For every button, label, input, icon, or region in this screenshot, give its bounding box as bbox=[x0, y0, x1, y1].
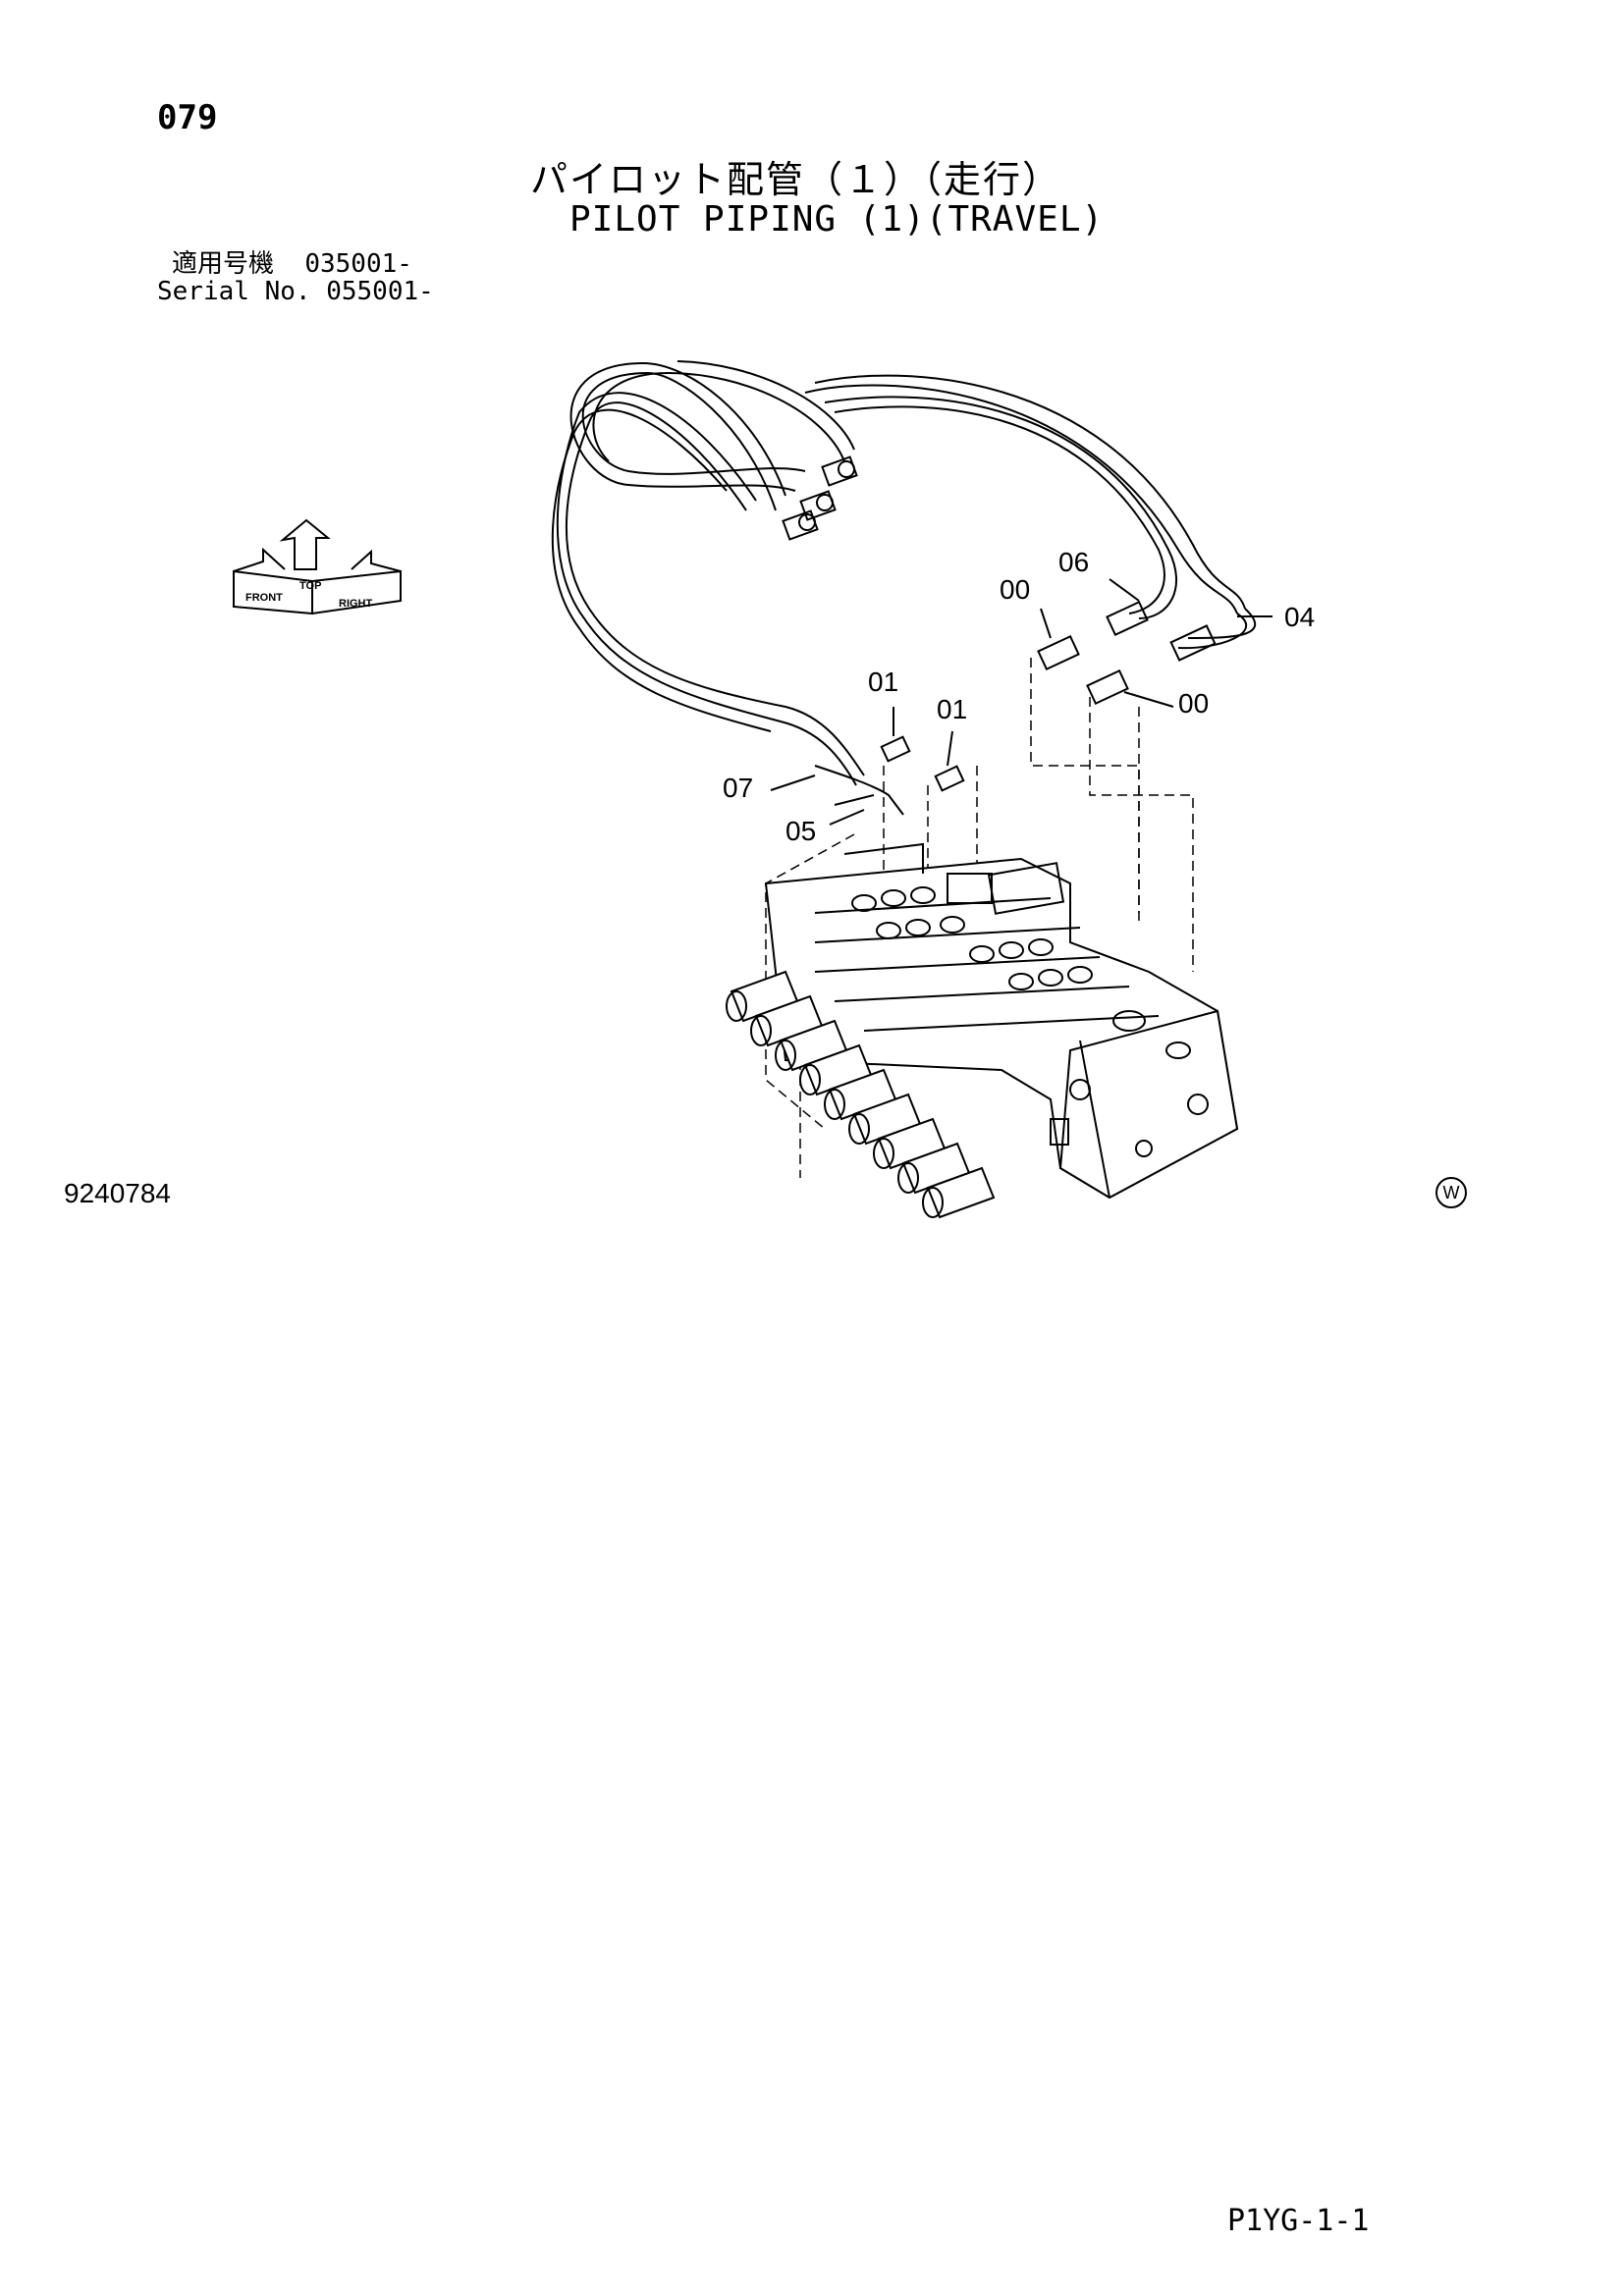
callout-label: 00 bbox=[1178, 688, 1209, 719]
fittings bbox=[814, 601, 1217, 816]
direction-top-label: TOP bbox=[299, 580, 321, 592]
callout-label: 01 bbox=[937, 694, 967, 724]
control-valve-block bbox=[764, 842, 1239, 1200]
callout-label: 00 bbox=[1000, 574, 1030, 605]
page-title-english: PILOT PIPING (1)(TRAVEL) bbox=[569, 199, 1105, 240]
w-mark-icon: W bbox=[1435, 1177, 1467, 1208]
callout-labels: 00 06 04 00 01 01 07 05 bbox=[723, 547, 1315, 846]
serial-jp-value: 035001- bbox=[304, 249, 412, 279]
serial-jp-label: 適用号機 bbox=[172, 249, 275, 279]
page-title-japanese: パイロット配管（１）（走行） bbox=[530, 158, 1062, 201]
direction-indicator-icon: FRONT TOP RIGHT bbox=[233, 518, 402, 615]
callout-label: 04 bbox=[1284, 602, 1315, 632]
callout-label: 06 bbox=[1058, 547, 1089, 577]
drawing-number: 9240784 bbox=[64, 1178, 172, 1208]
footer-code: P1YG-1-1 bbox=[1227, 2204, 1370, 2238]
serial-applicability-en: Serial No. 055001- bbox=[157, 278, 434, 305]
serial-en-label: Serial No. bbox=[157, 277, 311, 306]
leader-lines bbox=[770, 578, 1272, 826]
page-number: 079 bbox=[157, 98, 218, 137]
serial-en-value: 055001- bbox=[326, 277, 434, 306]
spool-caps bbox=[726, 970, 996, 1219]
connection-lines bbox=[765, 658, 1194, 1178]
direction-front-label: FRONT bbox=[245, 592, 283, 604]
direction-right-label: RIGHT bbox=[339, 598, 373, 610]
callout-label: 01 bbox=[868, 667, 898, 697]
serial-applicability-jp: 適用号機 035001- bbox=[172, 250, 412, 278]
callout-label: 07 bbox=[723, 773, 753, 803]
callout-label: 05 bbox=[785, 816, 816, 846]
hose-bundle bbox=[551, 360, 1257, 786]
